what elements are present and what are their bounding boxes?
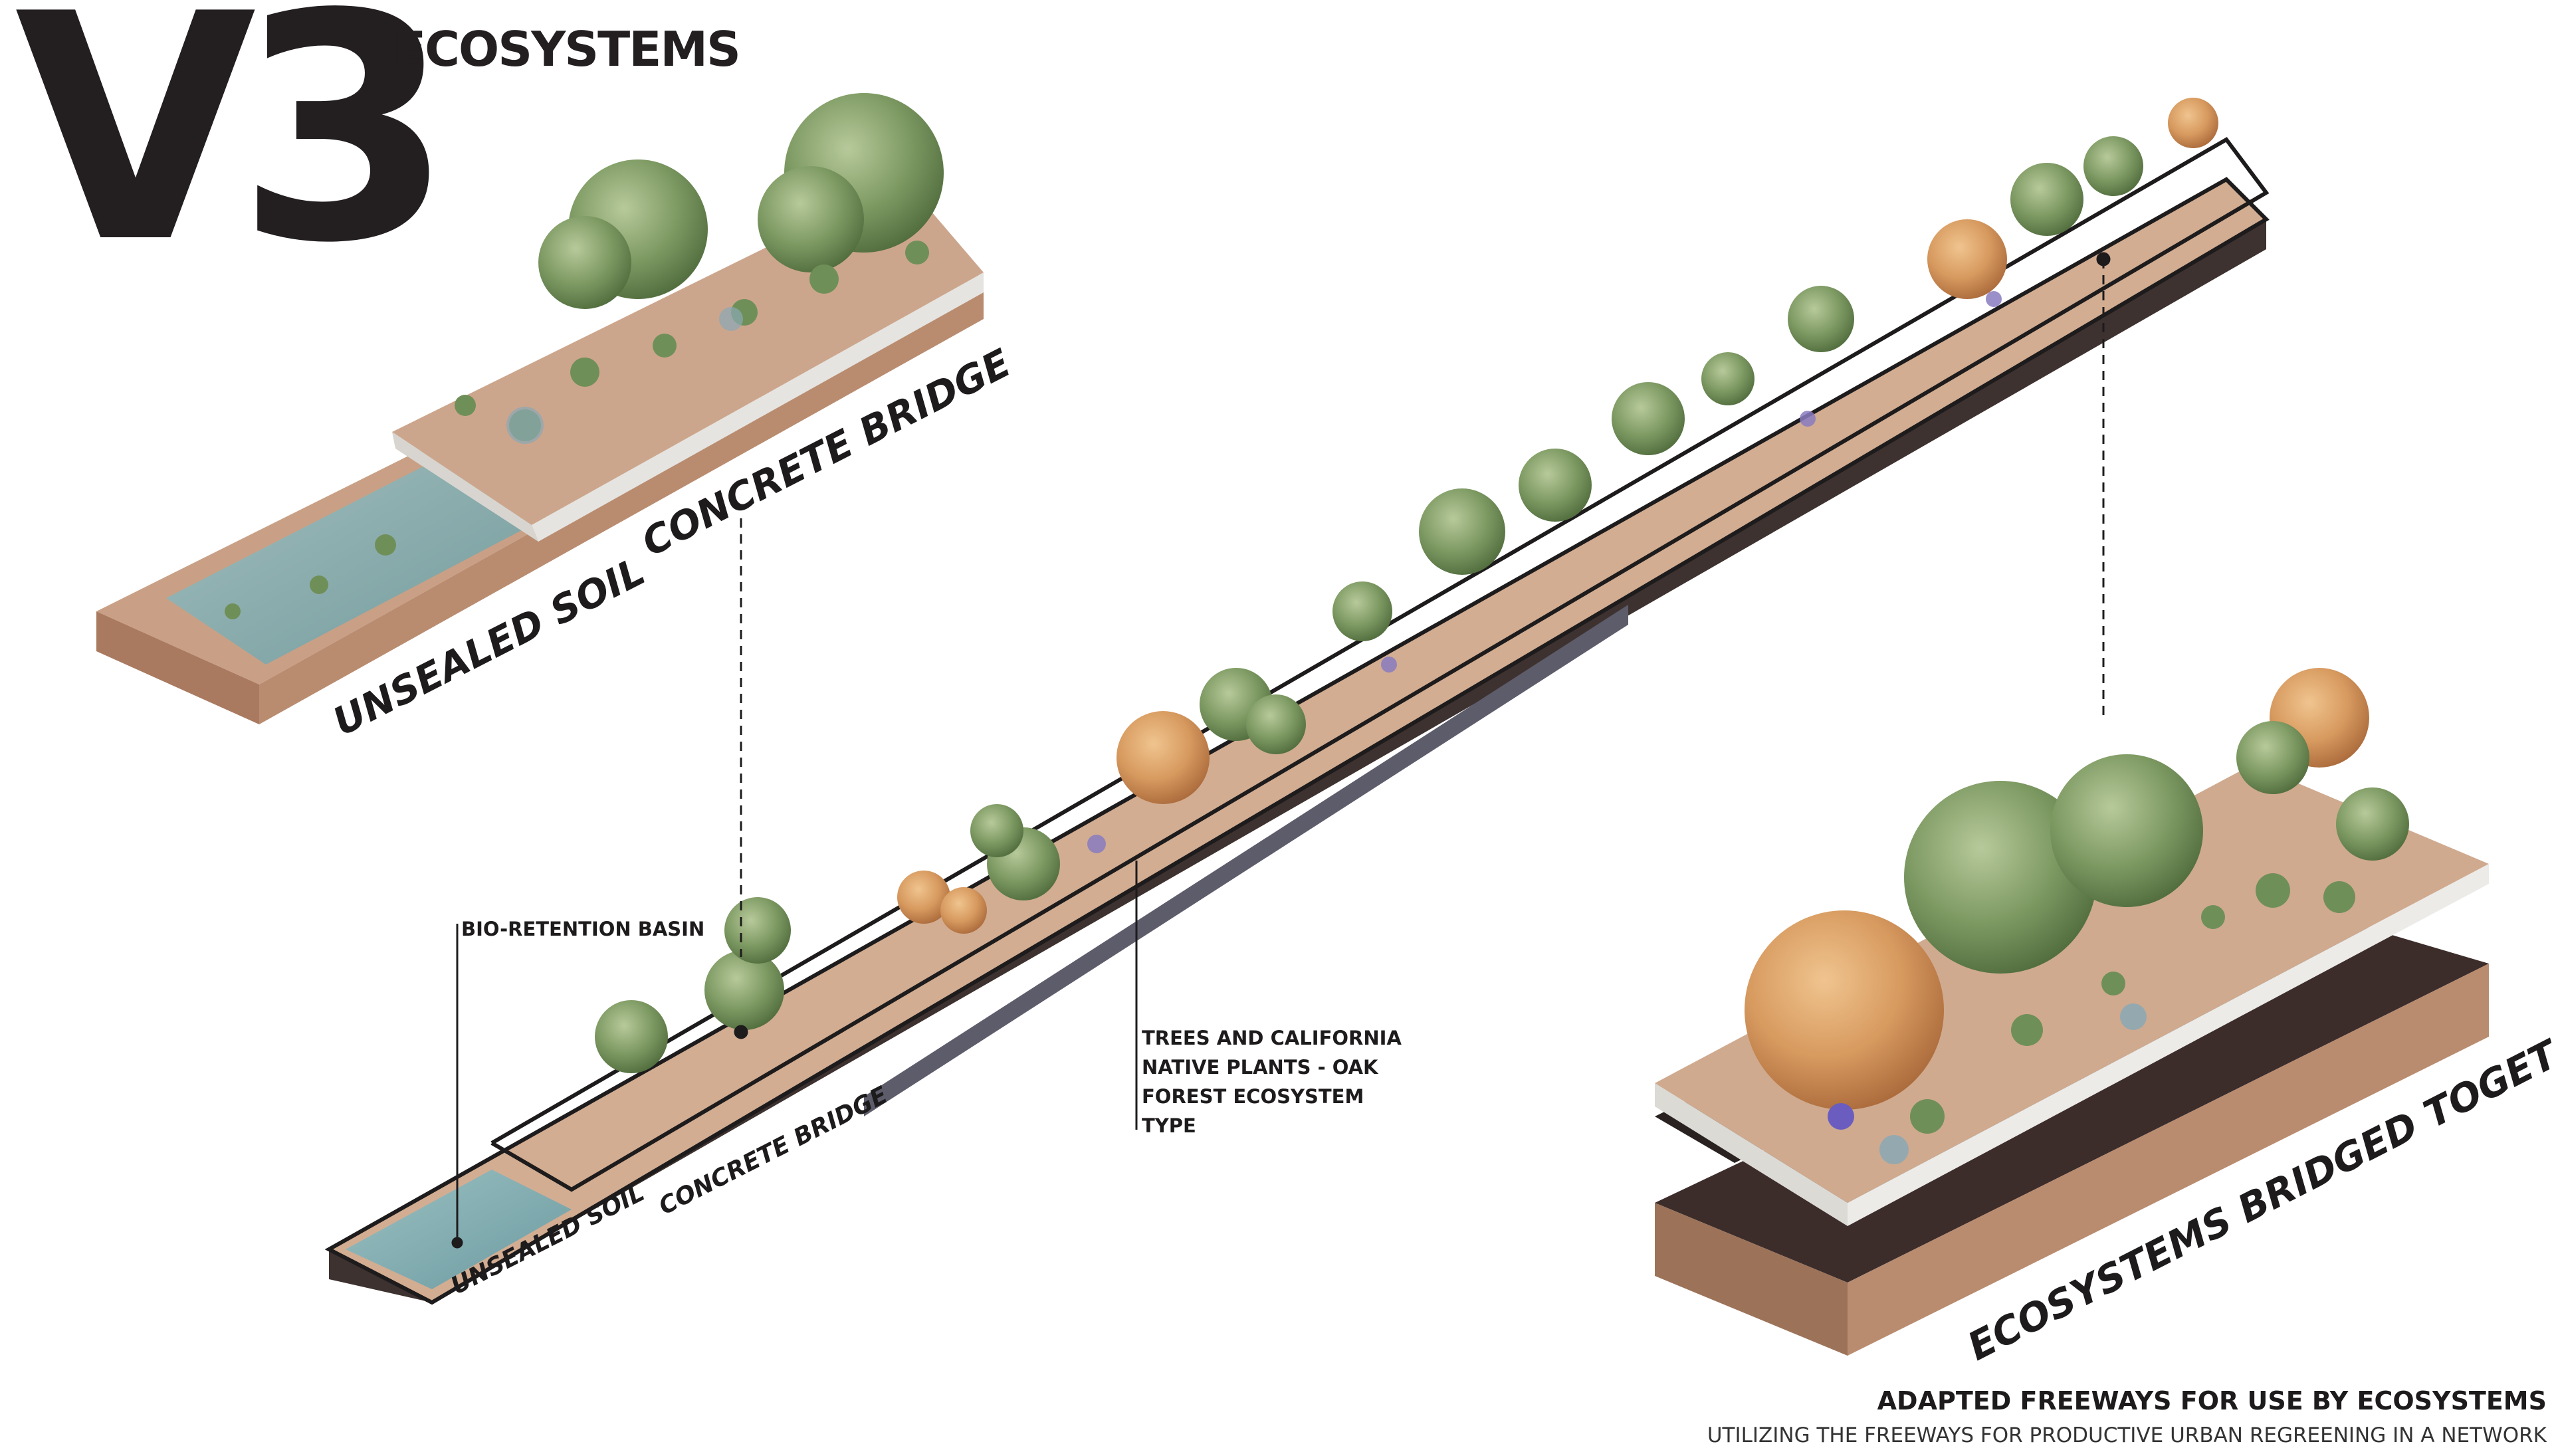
detail-top-left <box>96 93 984 724</box>
corridor-channel <box>864 605 1628 1116</box>
annotation-bioretention-basin: BIO-RETENTION BASIN <box>461 918 705 940</box>
annotation-line: NATIVE PLANTS - OAK <box>1142 1056 1378 1079</box>
leader-lines <box>451 252 2111 1249</box>
bridge-slab-edge <box>532 272 984 542</box>
bioretention-water <box>166 459 532 665</box>
annotation-line: FOREST ECOSYSTEM <box>1142 1085 1364 1108</box>
footer-subtitle: UTILIZING THE FREEWAYS FOR PRODUCTIVE UR… <box>1707 1423 2547 1447</box>
footer-title: ADAPTED FREEWAYS FOR USE BY ECOSYSTEMS <box>1877 1386 2547 1415</box>
detail-bottom-right <box>1655 668 2489 1356</box>
corridor-trees <box>595 98 2218 1073</box>
annotation-line: TYPE <box>1142 1114 1196 1137</box>
corridor-water <box>346 1170 572 1289</box>
lower-block-front <box>1655 1203 1848 1356</box>
lower-block-right <box>1848 964 2489 1356</box>
bridge-slab-edge-left <box>392 432 538 542</box>
annotation-oak-forest: TREES AND CALIFORNIA NATIVE PLANTS - OAK… <box>1142 1023 1402 1140</box>
page-title: ECOSYSTEMS <box>393 21 741 77</box>
main-corridor <box>324 98 2270 1305</box>
upper-deck-edge-left <box>1655 1083 1848 1226</box>
upper-deck-edge <box>1848 864 2489 1226</box>
annotation-line: TREES AND CALIFORNIA <box>1142 1027 1402 1049</box>
corridor-bridge-outline <box>490 137 2270 1192</box>
soil-block-side-front <box>96 611 259 724</box>
version-code: V3 <box>15 0 454 311</box>
